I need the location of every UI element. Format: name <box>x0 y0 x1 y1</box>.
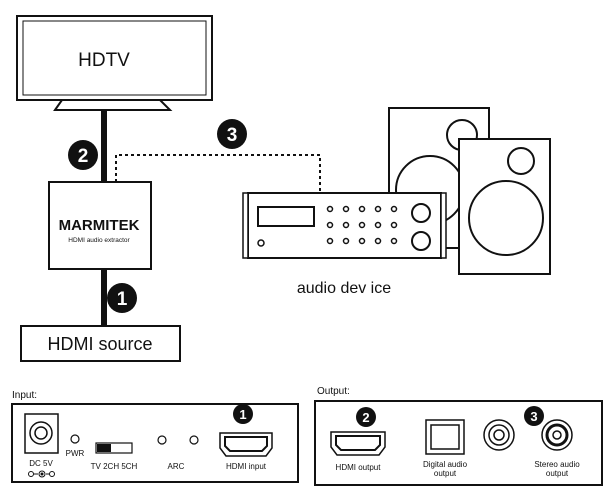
tv-label: HDTV <box>78 50 130 71</box>
cable-extractor-audio <box>115 154 321 193</box>
input-panel-title: Input: <box>12 390 37 401</box>
audio-device <box>242 192 447 259</box>
receiver-display <box>257 206 315 227</box>
step-3-badge: 3 <box>217 119 247 149</box>
hdmi-source: HDMI source <box>20 325 181 362</box>
coaxial-port <box>483 419 515 451</box>
extractor-brand: MARMITEK <box>59 217 140 234</box>
source-label: HDMI source <box>47 334 152 354</box>
digital-audio-label-1: Digital audio <box>423 460 468 469</box>
speaker-front <box>458 138 551 275</box>
hdmi-output-port <box>330 431 386 456</box>
output-panel-title: Output: <box>317 386 350 397</box>
step-2-number: 2 <box>78 146 89 167</box>
hdmi-input-port <box>219 432 273 457</box>
stereo-audio-label-2: output <box>546 469 569 478</box>
svg-text:3: 3 <box>530 409 537 424</box>
marmitek-extractor: MARMITEK HDMI audio extractor <box>48 181 152 270</box>
dc-polarity-icon <box>28 470 55 478</box>
step-1-badge: 1 <box>107 283 137 313</box>
step-3-number: 3 <box>227 125 238 146</box>
arc-label: ARC <box>168 462 185 471</box>
stereo-audio-port <box>541 419 573 451</box>
output-step-3-badge: 3 <box>524 406 544 426</box>
digital-audio-label-2: output <box>434 469 457 478</box>
hdmi-input-label: HDMI input <box>226 462 267 471</box>
output-panel: HDMI output 2 Digital audio output 3 Ste… <box>314 400 603 486</box>
svg-text:2: 2 <box>362 410 369 425</box>
arc-led-1 <box>157 435 167 445</box>
audio-device-label: audio dev ice <box>297 280 391 297</box>
arc-led-2 <box>189 435 199 445</box>
stereo-audio-label-1: Stereo audio <box>534 460 580 469</box>
switch-label: TV 2CH 5CH <box>91 462 138 471</box>
input-panel: DC 5V PWR TV 2CH 5CH ARC HDMI input 1 <box>11 403 299 483</box>
tv-screen <box>16 15 213 101</box>
receiver-knob-bottom <box>411 231 431 251</box>
input-step-1-badge: 1 <box>233 404 253 424</box>
cable-extractor-source <box>101 269 107 326</box>
hdmi-output-label: HDMI output <box>336 463 382 472</box>
step-1-number: 1 <box>117 289 128 310</box>
extractor-subtitle: HDMI audio extractor <box>68 237 130 244</box>
tv-frame-inner <box>22 20 207 96</box>
tv-stand <box>53 99 173 111</box>
output-step-2-badge: 2 <box>356 407 376 427</box>
dc-label: DC 5V <box>29 459 53 468</box>
receiver-buttons <box>326 205 398 245</box>
step-2-badge: 2 <box>68 140 98 170</box>
pwr-label: PWR <box>66 449 85 458</box>
pwr-led <box>70 434 80 444</box>
svg-text:1: 1 <box>239 407 246 422</box>
hdtv: HDTV <box>16 15 213 111</box>
mode-switch <box>95 442 133 454</box>
receiver-knob-top <box>411 203 431 223</box>
digital-audio-port <box>425 419 465 455</box>
cable-tv-extractor <box>101 110 107 182</box>
